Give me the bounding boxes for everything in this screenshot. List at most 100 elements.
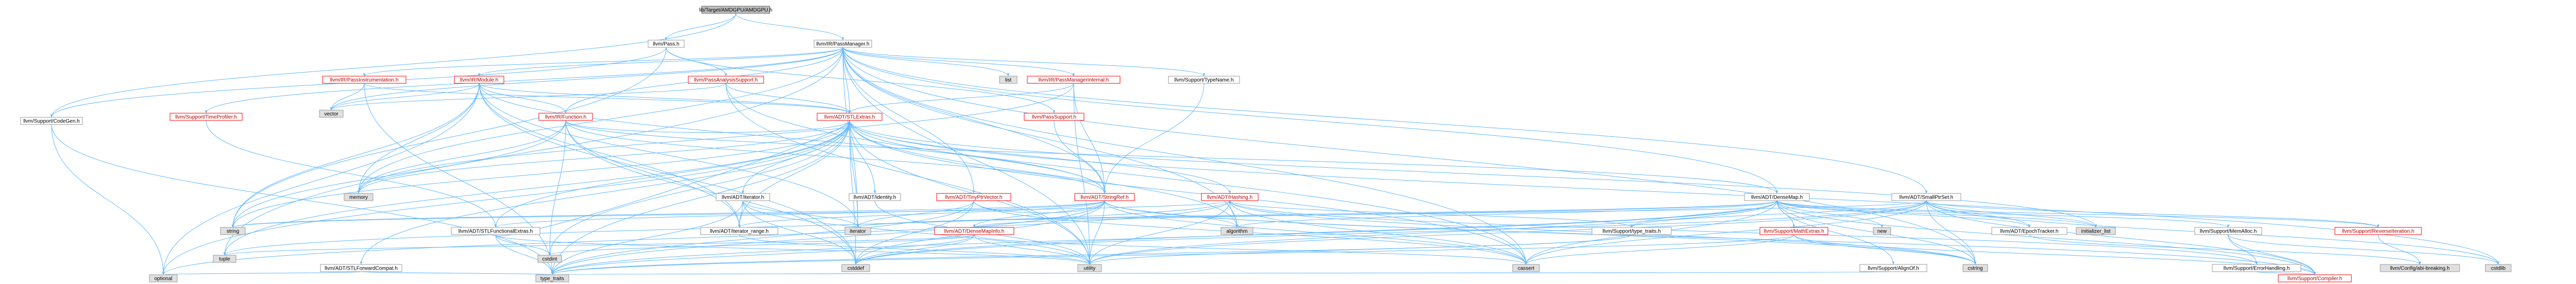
node-iterator[interactable]: llvm/ADT/iterator.h [716, 193, 770, 201]
node-string[interactable]: string [220, 227, 246, 235]
node-label: cstring [1968, 266, 1982, 272]
edge-epoch-to-configabi [2029, 234, 2421, 265]
edge-passmanager-to-pmint [842, 47, 1075, 77]
node-passanalysis[interactable]: llvm/PassAnalysisSupport.h [688, 76, 764, 84]
edge-densemap-to-algorithm [1235, 200, 1777, 228]
node-vector[interactable]: vector [319, 110, 344, 118]
node-label: new [1877, 229, 1887, 235]
node-layer: lib/Target/AMDGPU/AMDGPU.h llvm/Pass.h llv… [20, 6, 2512, 282]
node-densemapinfo[interactable]: llvm/ADT/DenseMapInfo.h [934, 227, 1014, 235]
node-initlist[interactable]: initializer_list [2076, 227, 2116, 235]
edge-function-to-cstddef [565, 120, 857, 265]
node-typetraits[interactable]: type_traits [535, 274, 569, 282]
edge-tinyptr-to-stringref [973, 200, 1106, 214]
node-mathextras[interactable]: llvm/Support/MathExtras.h [1759, 227, 1828, 235]
node-passinstr[interactable]: llvm/IR/PassInstrumentation.h [322, 76, 406, 84]
node-box [538, 113, 593, 121]
node-identity[interactable]: llvm/ADT/identity.h [849, 193, 901, 201]
node-pass[interactable]: llvm/Pass.h [648, 40, 685, 48]
node-box [2278, 274, 2352, 282]
node-hashing[interactable]: llvm/ADT/Hashing.h [1201, 193, 1259, 201]
node-label: vector [324, 112, 338, 117]
node-iteratorstd[interactable]: iterator [844, 227, 871, 235]
edge-passsupport-to-stringref [1054, 120, 1106, 194]
node-label: llvm/ADT/TinyPtrVector.h [945, 195, 1003, 201]
edge-mathextras-to-cassert [1524, 234, 1794, 265]
node-module[interactable]: llvm/IR/Module.h [454, 76, 504, 84]
node-timeprof[interactable]: llvm/Support/TimeProfiler.h [170, 113, 243, 121]
node-cassert[interactable]: cassert [1512, 264, 1540, 272]
node-label: llvm/ADT/DenseMapInfo.h [944, 229, 1005, 235]
node-tinyptr[interactable]: llvm/ADT/TinyPtrVector.h [936, 193, 1011, 201]
edge-densemap-to-utility [1088, 200, 1777, 265]
node-stringref[interactable]: llvm/ADT/StringRef.h [1074, 193, 1135, 201]
node-new[interactable]: new [1873, 227, 1891, 235]
node-passsupport[interactable]: llvm/PassSupport.h [1024, 113, 1084, 121]
edge-stlforward-to-optional [162, 271, 362, 275]
node-optional[interactable]: optional [149, 274, 178, 282]
edge-passmanager-to-densemap [842, 47, 1778, 194]
node-tuple[interactable]: tuple [213, 255, 236, 263]
edge-function-to-cstdint [548, 120, 566, 256]
node-box [849, 193, 901, 201]
node-stlextras[interactable]: llvm/ADT/STLExtras.h [817, 113, 883, 121]
node-iterrange[interactable]: llvm/ADT/iterator_range.h [700, 227, 778, 235]
edge-pass-to-passsupport [666, 47, 1056, 114]
node-utility[interactable]: utility [1077, 264, 1102, 272]
node-root[interactable]: lib/Target/AMDGPU/AMDGPU.h [699, 6, 772, 14]
edge-module-to-memory [357, 83, 480, 194]
node-stlfunc[interactable]: llvm/ADT/STLFunctionalExtras.h [451, 227, 540, 235]
edge-stlextras-to-cassert [849, 120, 1528, 265]
node-passmanager[interactable]: llvm/IR/PassManager.h [814, 40, 872, 48]
node-box [1991, 227, 2067, 235]
node-box [814, 40, 872, 48]
node-label: cstdint [543, 257, 557, 262]
node-box [1873, 227, 1891, 235]
node-cstddef[interactable]: cstddef [841, 264, 870, 272]
node-label: type_traits [540, 276, 564, 282]
node-box [2194, 227, 2262, 235]
node-epoch[interactable]: llvm/ADT/EpochTracker.h [1991, 227, 2067, 235]
node-label: initializer_list [2081, 229, 2111, 235]
node-cstdlib[interactable]: cstdlib [2485, 264, 2512, 272]
node-reverseiter[interactable]: llvm/Support/ReverseIteration.h [2334, 227, 2422, 235]
node-label: tuple [219, 257, 230, 262]
edge-passmanager-to-timeprof [205, 47, 843, 114]
edge-passanalysis-to-cassert [725, 83, 1528, 265]
node-pmint[interactable]: llvm/IR/PassManagerInternal.h [1027, 76, 1121, 84]
node-aligntof[interactable]: llvm/Support/AlignOf.h [1859, 264, 1927, 272]
node-function[interactable]: llvm/IR/Function.h [538, 113, 593, 121]
node-typetraits_s[interactable]: llvm/Support/type_traits.h [1591, 227, 1672, 235]
node-label: llvm/Support/TypeName.h [1174, 78, 1233, 83]
edge-densemap-to-reverseiter [1776, 200, 2380, 228]
edge-hashing-to-errhandling [1229, 200, 2258, 265]
edge-densemapinfo-to-typetraits [551, 234, 975, 275]
edge-densemapinfo-to-cassert [974, 234, 1528, 265]
node-memory[interactable]: memory [344, 193, 374, 201]
node-smallptrset[interactable]: llvm/ADT/SmallPtrSet.h [1891, 193, 1961, 201]
node-errhandling[interactable]: llvm/Support/ErrorHandling.h [2212, 264, 2301, 272]
node-codegen[interactable]: llvm/Support/CodeGen.h [20, 117, 83, 125]
edge-passinstr-to-stlextras [364, 83, 851, 114]
edge-tinyptr-to-typetraits [551, 200, 974, 275]
node-cstdint[interactable]: cstdint [537, 255, 562, 263]
edge-module-to-vector [330, 83, 480, 111]
node-memalloc[interactable]: llvm/Support/MemAlloc.h [2194, 227, 2262, 235]
edge-stlextras-to-stlfunc [494, 120, 850, 228]
edge-smallptrset-to-typetraits_s [1630, 200, 1927, 228]
node-configabi[interactable]: llvm/Config/abi-breaking.h [2380, 264, 2460, 272]
edge-pmint-to-stringref [1073, 83, 1106, 194]
node-stlforward[interactable]: llvm/ADT/STLForwardCompat.h [320, 264, 402, 272]
node-list[interactable]: list [999, 76, 1018, 84]
node-label: llvm/ADT/STLForwardCompat.h [325, 266, 398, 272]
node-algorithm[interactable]: algorithm [1221, 227, 1253, 235]
node-label: utility [1084, 266, 1096, 272]
edge-stlextras-to-optional [162, 120, 850, 275]
node-compiler[interactable]: llvm/Support/Compiler.h [2278, 274, 2352, 282]
node-densemap[interactable]: llvm/ADT/DenseMap.h [1744, 193, 1810, 201]
node-box [213, 255, 236, 263]
edge-stlfunc-to-cstdint [495, 234, 551, 256]
node-label: llvm/Support/TimeProfiler.h [175, 115, 237, 120]
node-typename[interactable]: llvm/Support/TypeName.h [1168, 76, 1240, 84]
node-cstring[interactable]: cstring [1962, 264, 1988, 272]
